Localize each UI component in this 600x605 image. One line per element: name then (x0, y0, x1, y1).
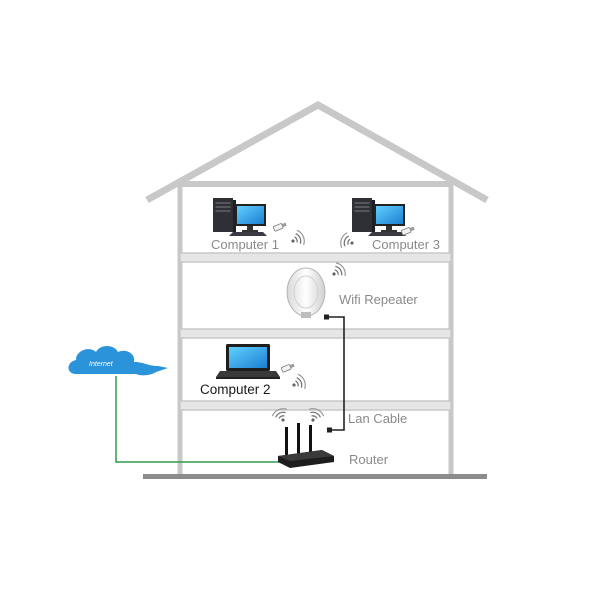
label-computer-3: Computer 3 (372, 237, 440, 252)
usb-dongle-icon (400, 225, 416, 236)
floor-slab-1 (179, 252, 452, 263)
floor-slab-3 (179, 400, 452, 411)
floor-slab-2 (179, 328, 452, 339)
desktop-computer-icon (213, 198, 267, 236)
ground-line (143, 474, 487, 479)
wifi-signal-icon (327, 260, 349, 283)
label-computer-1: Computer 1 (211, 237, 279, 252)
label-wifi-repeater: Wifi Repeater (339, 292, 418, 307)
usb-dongle-icon (280, 362, 296, 373)
usb-dongle-icon (272, 221, 288, 232)
house (143, 100, 489, 479)
laptop-icon (216, 344, 280, 379)
wifi-signal-icon (288, 372, 309, 394)
wifi-signal-icon (338, 230, 357, 252)
lan-cable-line (327, 316, 345, 431)
roof (145, 100, 489, 204)
lan-connector-bottom (327, 427, 332, 433)
label-router: Router (349, 452, 389, 467)
lan-connector-top (324, 314, 329, 320)
router-icon (278, 423, 334, 468)
label-lan-cable: Lan Cable (348, 411, 408, 426)
internet-cable (115, 376, 282, 463)
wifi-repeater-icon (286, 267, 326, 318)
desktop-computer-icon (352, 198, 406, 236)
floor-slab-attic (180, 181, 451, 187)
wifi-signal-icon (287, 228, 308, 250)
label-internet: Internet (89, 361, 113, 368)
internet-cloud-icon (68, 346, 168, 376)
label-computer-2: Computer 2 (200, 382, 271, 397)
